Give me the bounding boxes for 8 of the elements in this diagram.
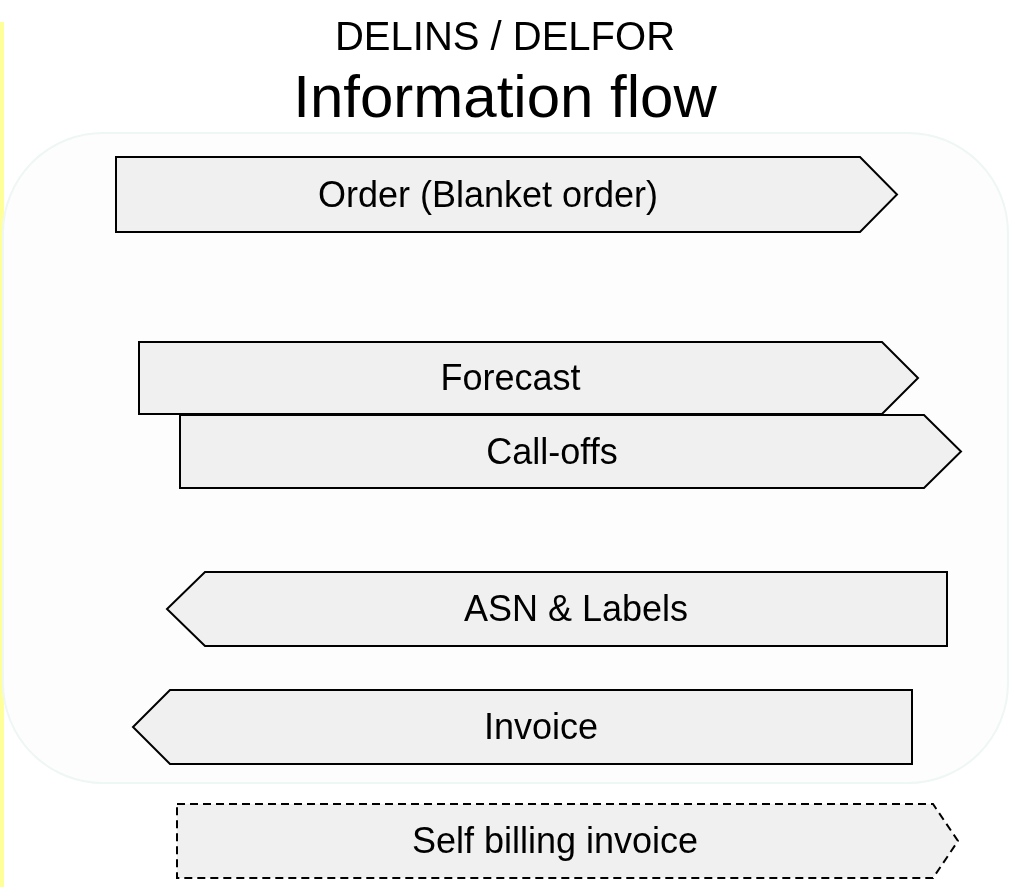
diagram-heading: Information flow <box>292 62 718 132</box>
diagram-title: DELINS / DELFOR <box>333 14 677 59</box>
flow-label: Forecast <box>440 357 581 399</box>
flow-label: Invoice <box>483 706 599 748</box>
flow-label: ASN & Labels <box>463 588 689 630</box>
flow-label: Order (Blanket order) <box>317 173 659 216</box>
flow-label: Call-offs <box>486 430 618 473</box>
flow-label: Self billing invoice <box>411 820 699 862</box>
